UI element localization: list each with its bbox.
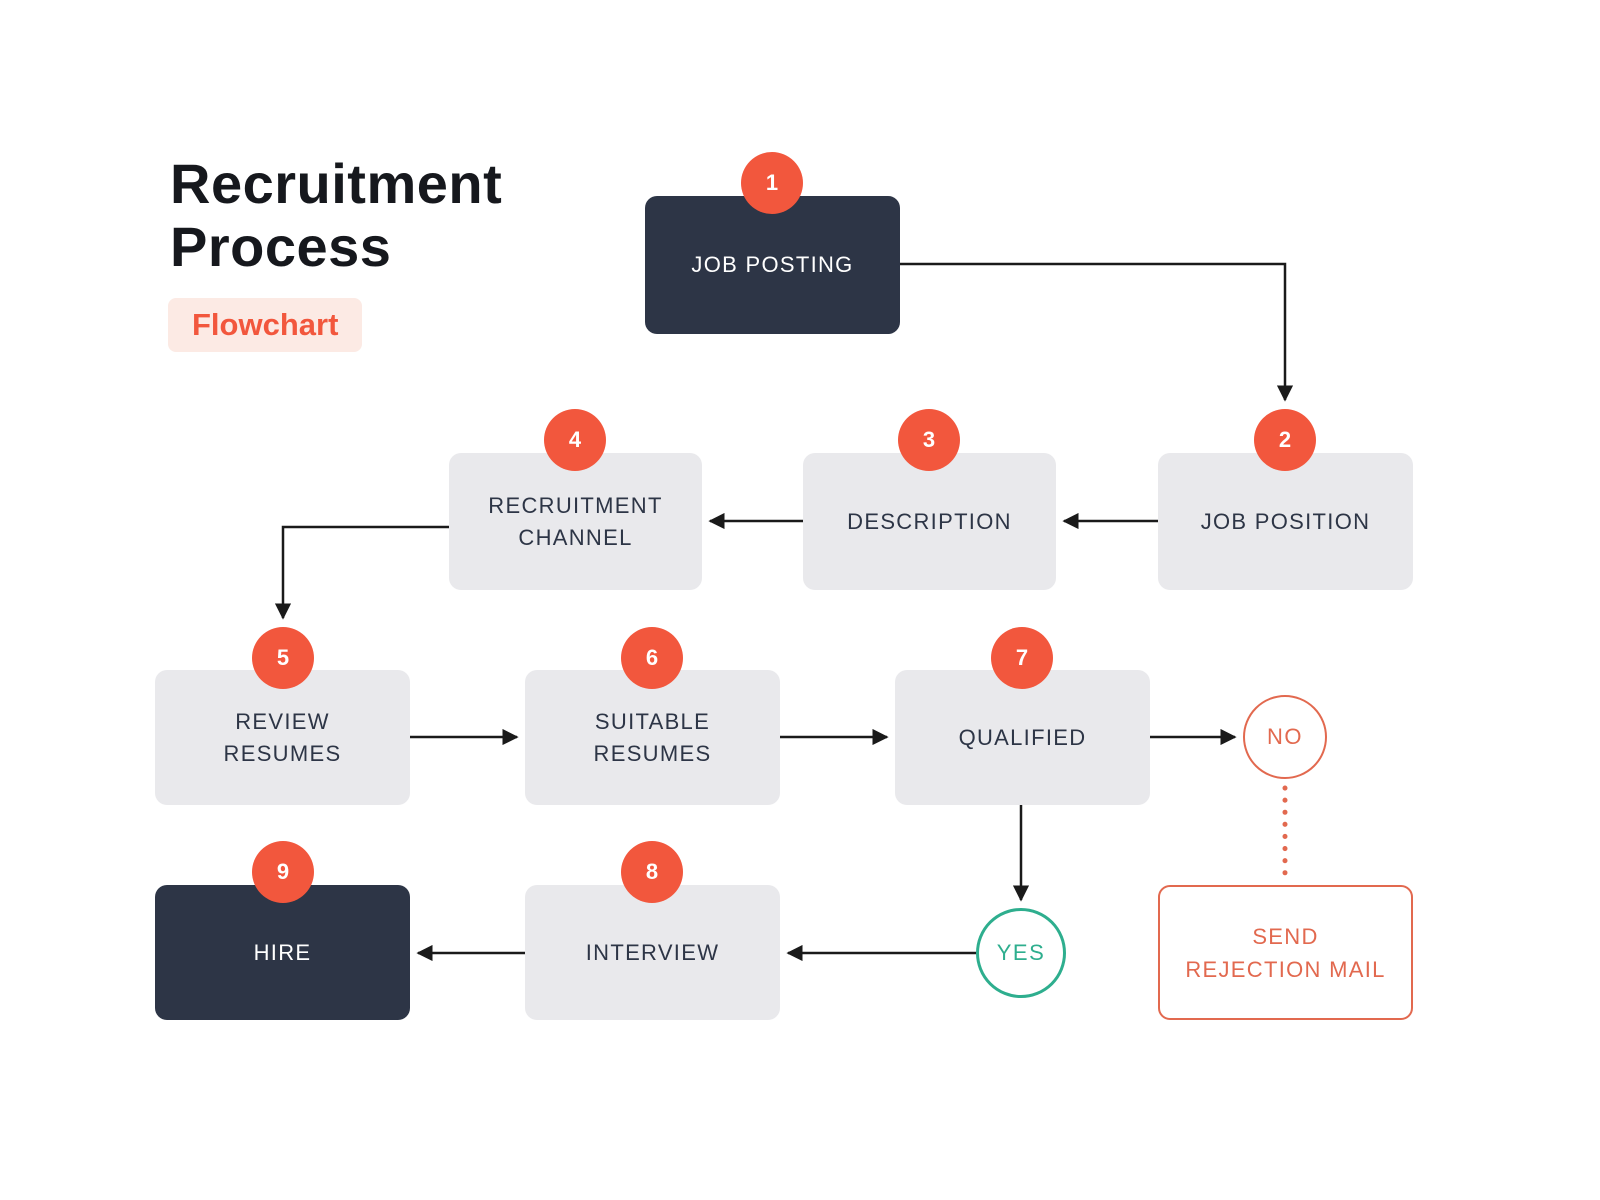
decision-yes: YES [976,908,1066,998]
node-recruitment-channel-label: RECRUITMENT CHANNEL [488,492,663,550]
node-hire: HIRE [155,885,410,1020]
step-number-4: 4 [568,427,582,452]
step-number-3: 3 [922,427,936,452]
node-description: DESCRIPTION [803,453,1056,590]
node-job-position: JOB POSITION [1158,453,1413,590]
node-send-rejection-mail-label: SEND REJECTION MAIL [1185,923,1386,982]
node-qualified-label: QUALIFIED [958,724,1087,750]
node-review-resumes-label: REVIEW RESUMES [223,708,342,766]
step-badge-4: 4 [544,409,606,471]
step-badge-1: 1 [741,152,803,214]
node-interview: INTERVIEW [525,885,780,1020]
node-interview-label: INTERVIEW [585,939,720,965]
step-badge-2: 2 [1254,409,1316,471]
step-number-9: 9 [276,859,290,884]
step-number-6: 6 [645,645,659,670]
step-number-2: 2 [1278,427,1292,452]
page-title: Recruitment Process [170,152,503,279]
flowchart-badge: Flowchart [168,298,363,352]
decision-no: NO [1243,695,1327,779]
step-number-7: 7 [1015,645,1029,670]
step-badge-6: 6 [621,627,683,689]
node-job-position-label: JOB POSITION [1200,508,1371,534]
node-qualified: QUALIFIED [895,670,1150,805]
step-number-1: 1 [765,170,779,195]
node-job-posting: JOB POSTING [645,196,900,334]
step-number-8: 8 [645,859,659,884]
node-description-label: DESCRIPTION [847,508,1012,534]
node-suitable-resumes-label: SUITABLE RESUMES [593,708,712,766]
step-badge-5: 5 [252,627,314,689]
step-badge-9: 9 [252,841,314,903]
step-badge-8: 8 [621,841,683,903]
decision-yes-label: YES [996,940,1046,965]
node-hire-label: HIRE [253,939,312,965]
connector-recruitmentchannel-to-reviewresumes [274,525,449,620]
node-suitable-resumes: SUITABLE RESUMES [525,670,780,805]
decision-no-label: NO [1267,724,1303,749]
node-send-rejection-mail: SEND REJECTION MAIL [1158,885,1413,1020]
step-badge-3: 3 [898,409,960,471]
node-recruitment-channel: RECRUITMENT CHANNEL [449,453,702,590]
connector-jobposting-to-jobposition [900,262,1294,402]
step-badge-7: 7 [991,627,1053,689]
node-job-posting-label: JOB POSTING [691,252,854,278]
node-review-resumes: REVIEW RESUMES [155,670,410,805]
step-number-5: 5 [276,645,290,670]
